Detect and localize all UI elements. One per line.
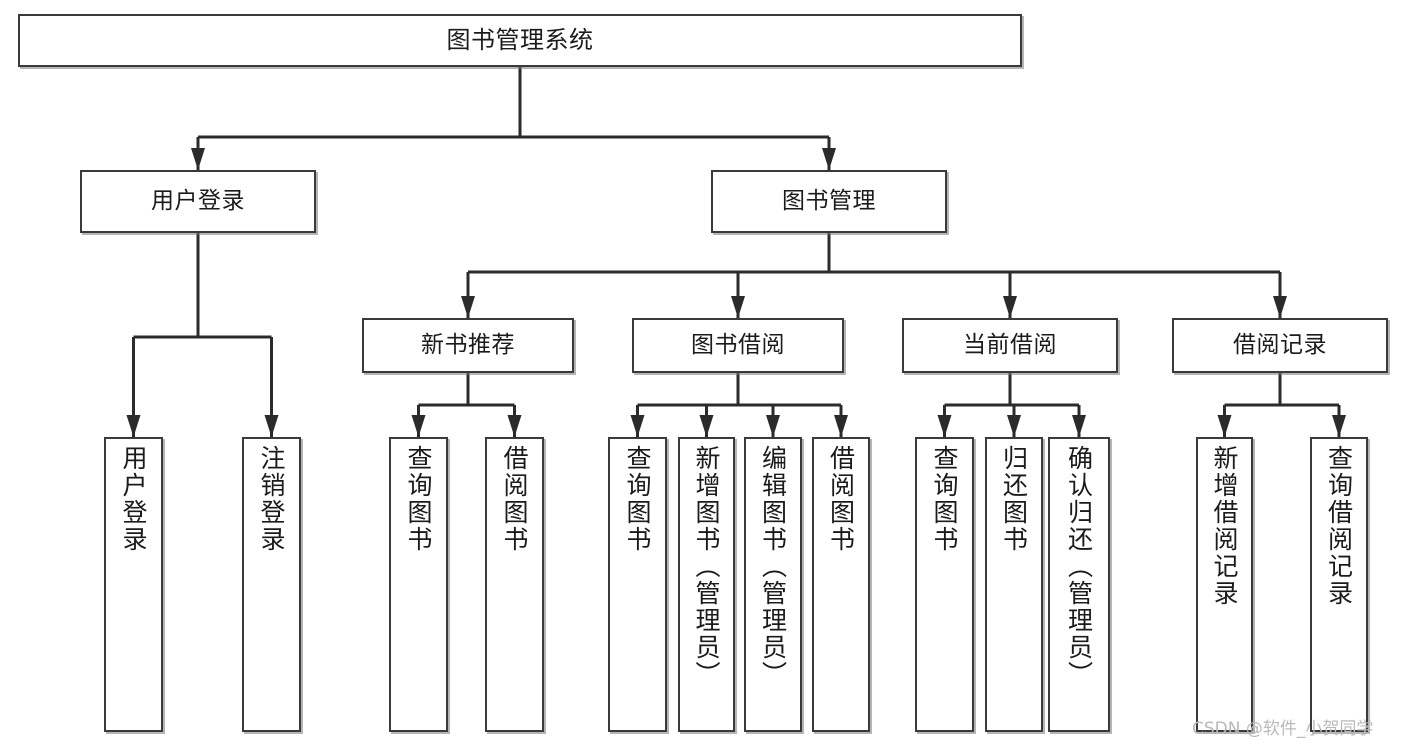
- node-login[interactable]: 用户登录: [80, 170, 316, 233]
- node-leaf-cur-confirm[interactable]: 确认归还（管理员）: [1048, 437, 1110, 732]
- node-label: 查询图书: [404, 445, 433, 553]
- node-label: 图书管理: [782, 187, 876, 214]
- connector-arrowhead: [822, 148, 836, 170]
- node-label: 图书管理系统: [446, 26, 594, 55]
- node-leaf-bo-edit[interactable]: 编辑图书（管理员）: [744, 437, 802, 732]
- node-records[interactable]: 借阅记录: [1172, 318, 1388, 373]
- node-leaf-rec-query[interactable]: 查询借阅记录: [1310, 437, 1368, 732]
- node-leaf-bo-query[interactable]: 查询图书: [608, 437, 667, 732]
- node-label: 用户登录: [151, 187, 245, 214]
- node-label: 查询借阅记录: [1324, 445, 1354, 607]
- connector-arrowhead: [191, 148, 205, 170]
- connector-arrowhead: [937, 415, 952, 437]
- node-label: 借阅记录: [1233, 331, 1327, 358]
- node-label: 借阅图书: [500, 445, 529, 553]
- connector-arrowhead: [126, 415, 141, 437]
- node-leaf-user-login[interactable]: 用户登录: [104, 437, 163, 732]
- node-label: 图书借阅: [691, 331, 785, 358]
- connector-arrowhead: [731, 296, 745, 318]
- node-current[interactable]: 当前借阅: [902, 318, 1118, 373]
- node-label: 归还图书: [999, 445, 1029, 553]
- connector-arrowhead: [630, 415, 645, 437]
- connector-arrowhead: [699, 415, 714, 437]
- connector-arrowhead: [264, 415, 279, 437]
- node-label: 查询图书: [930, 445, 959, 553]
- node-leaf-rec-add[interactable]: 新增借阅记录: [1196, 437, 1253, 732]
- node-label: 借阅图书: [826, 445, 856, 553]
- node-label: 编辑图书（管理员）: [758, 445, 788, 688]
- connector-arrowhead: [461, 296, 475, 318]
- node-bookmgmt[interactable]: 图书管理: [711, 170, 947, 233]
- node-newbook[interactable]: 新书推荐: [362, 318, 574, 373]
- node-leaf-nb-borrow[interactable]: 借阅图书: [485, 437, 544, 732]
- connector-arrowhead: [1003, 296, 1017, 318]
- node-leaf-user-logout[interactable]: 注销登录: [242, 437, 301, 732]
- node-leaf-cur-query[interactable]: 查询图书: [915, 437, 974, 732]
- node-leaf-bo-add[interactable]: 新增图书（管理员）: [678, 437, 735, 732]
- node-leaf-cur-return[interactable]: 归还图书: [985, 437, 1043, 732]
- node-label: 用户登录: [119, 445, 148, 553]
- node-label: 当前借阅: [963, 331, 1057, 358]
- connector-arrowhead: [1007, 415, 1021, 437]
- connector-arrowhead: [1217, 415, 1232, 437]
- connector-arrowhead: [1072, 415, 1086, 437]
- connector-arrowhead: [1273, 296, 1287, 318]
- connector-arrowhead: [411, 415, 426, 437]
- node-borrow[interactable]: 图书借阅: [632, 318, 844, 373]
- connector-arrowhead: [834, 415, 848, 437]
- node-leaf-bo-borrow[interactable]: 借阅图书: [812, 437, 870, 732]
- node-root[interactable]: 图书管理系统: [18, 14, 1022, 67]
- node-label: 查询图书: [623, 445, 652, 553]
- connector-arrowhead: [766, 415, 780, 437]
- node-label: 新书推荐: [421, 331, 515, 358]
- node-label: 确认归还（管理员）: [1064, 445, 1094, 688]
- node-leaf-nb-query[interactable]: 查询图书: [389, 437, 448, 732]
- node-label: 注销登录: [257, 445, 286, 553]
- node-label: 新增图书（管理员）: [692, 445, 721, 688]
- node-label: 新增借阅记录: [1210, 445, 1239, 607]
- connector-arrowhead: [507, 415, 522, 437]
- connector-arrowhead: [1332, 415, 1346, 437]
